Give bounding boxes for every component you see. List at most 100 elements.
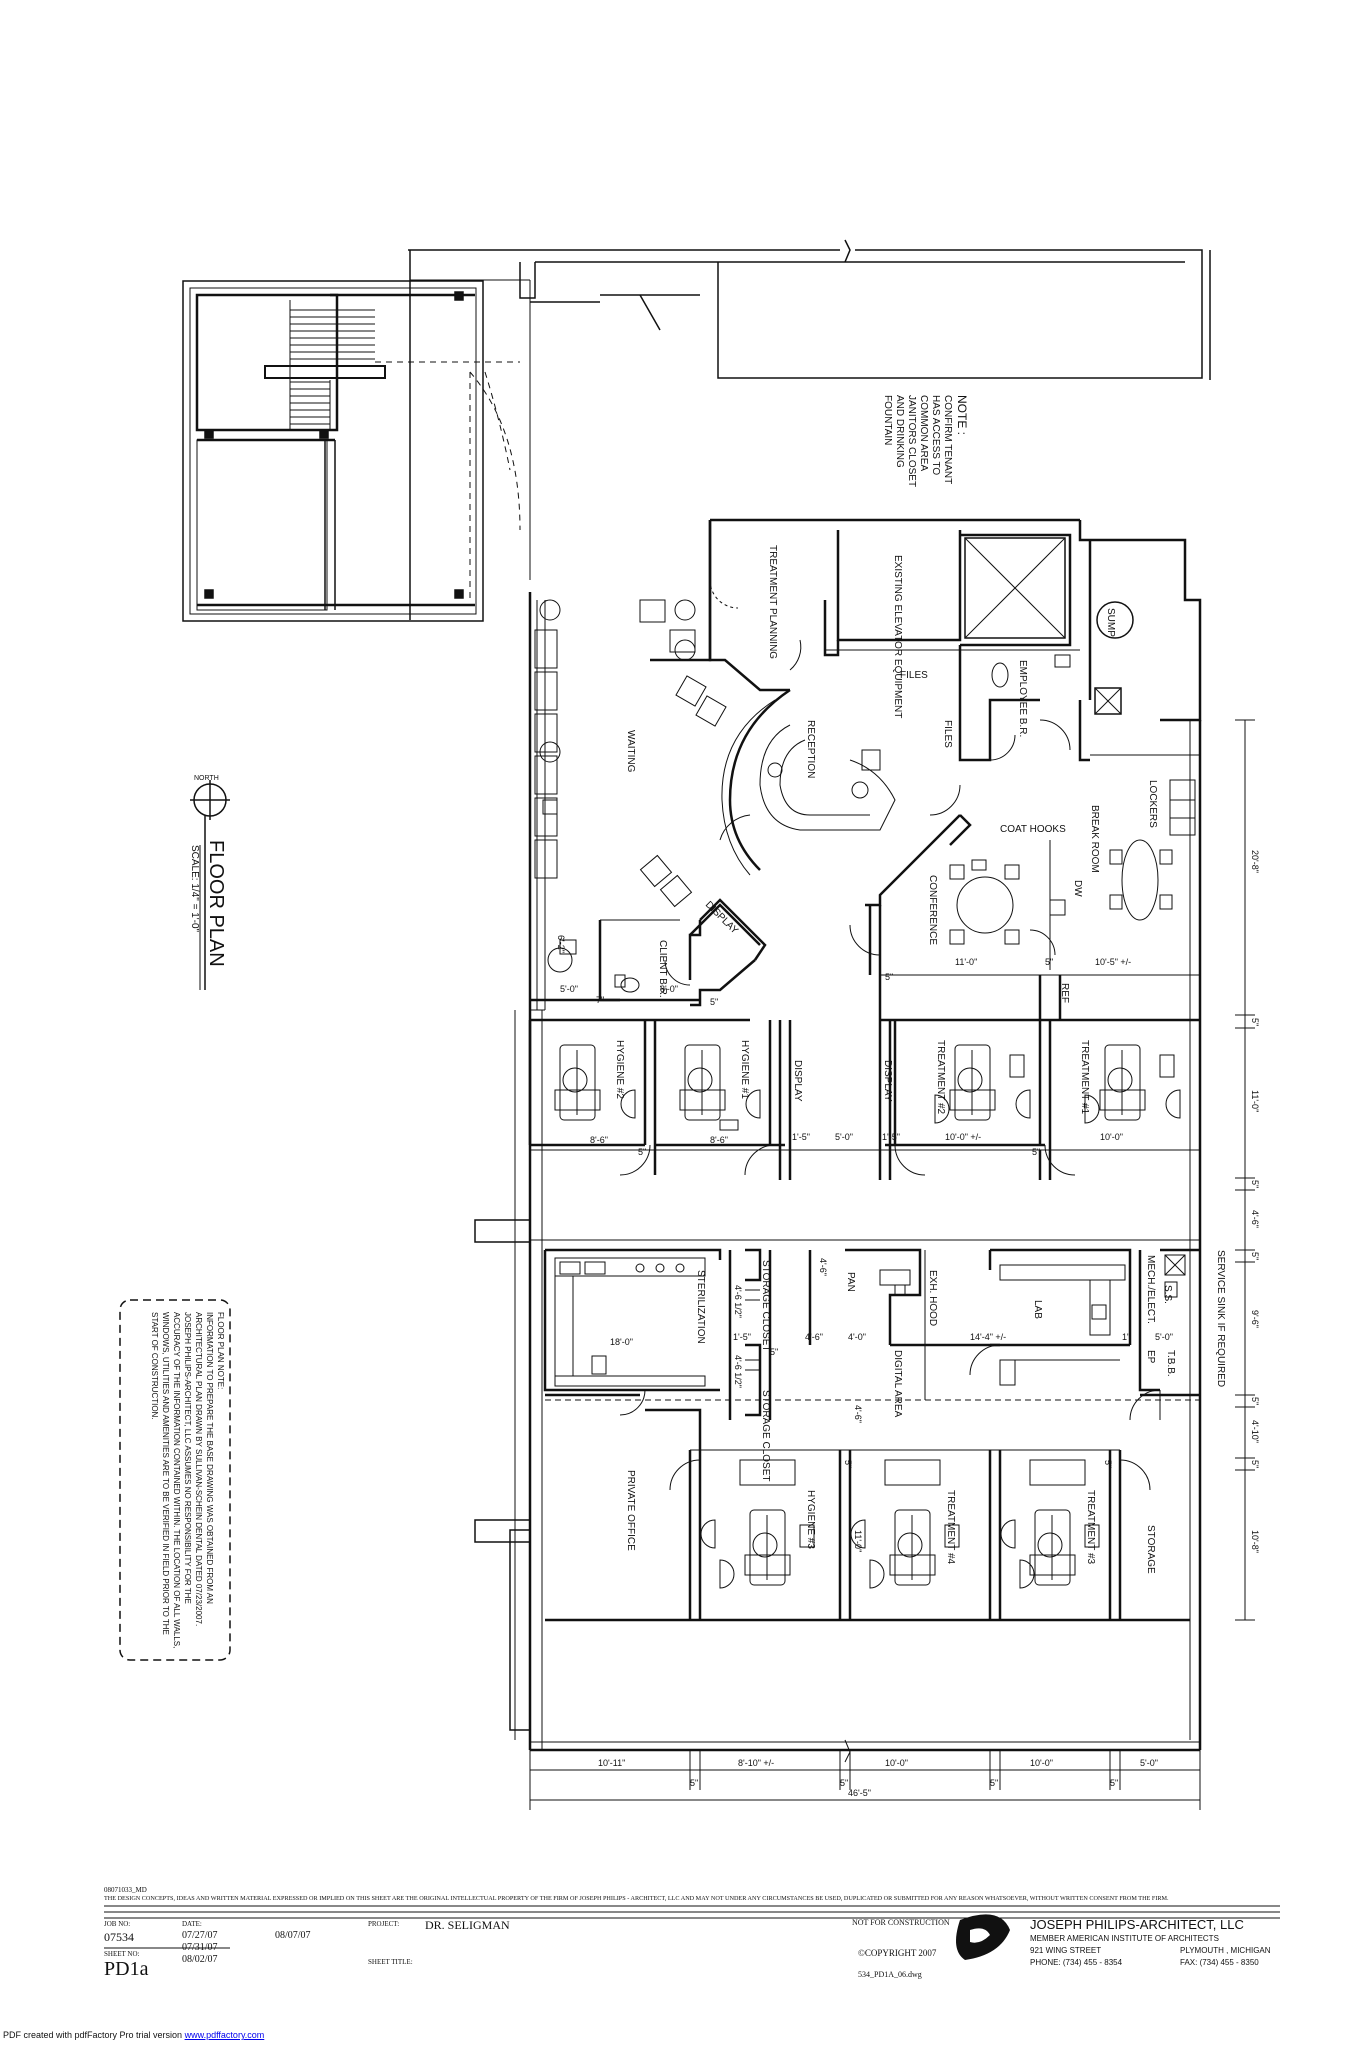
room-label-files-1: FILES [900, 670, 928, 681]
corridor-outline-dashed [375, 361, 520, 602]
job-no-label: JOB NO: [104, 1920, 131, 1928]
conference-table [949, 859, 1020, 945]
floor-plan-note-line: ACCURACY OF THE INFORMATION CONTAINED WI… [172, 1312, 181, 1648]
firm-logo-icon [956, 1914, 1010, 1960]
dim-text-overall: 46'-5" [848, 1788, 871, 1798]
dim-text: 5" [1110, 1778, 1118, 1788]
room-label-reception: RECEPTION [805, 720, 816, 778]
room-label-display-3: DISPLAY [882, 1060, 893, 1102]
dim-text: 8'-6" [590, 1135, 608, 1145]
floor-plan-note-line: START OF CONSTRUCTION. [150, 1312, 159, 1420]
room-label-client-br: CLIENT B.R. [657, 940, 668, 998]
dim-text: 8'-6" [710, 1135, 728, 1145]
existing-building-outline [408, 239, 1211, 620]
note-line: CONFIRM TENANT [942, 395, 953, 484]
date-3: 08/02/07 [182, 1954, 218, 1965]
room-label-treatment-2: TREATMENT #2 [935, 1040, 946, 1115]
reception-desk [759, 724, 896, 831]
stair-treads [264, 300, 386, 430]
room-label-display-2: DISPLAY [792, 1060, 803, 1102]
room-label-digital-area: DIGITAL AREA [892, 1350, 903, 1418]
operatory-row-1 [528, 1020, 1200, 1180]
dim-text: 4'-6" [853, 1405, 863, 1423]
dim-text: 7" [596, 995, 604, 1005]
dim-text: 4'-6" [1250, 1210, 1260, 1228]
dim-text: 5" [690, 1778, 698, 1788]
room-label-ref: REF [1059, 983, 1070, 1003]
room-label-storage-closet-1: STORAGE CLOSET [760, 1260, 771, 1352]
waiting-chairs [534, 599, 727, 908]
right-dimension-string [1235, 719, 1255, 1621]
room-label-ss: S.S. [1162, 1285, 1173, 1304]
pdf-footer-link[interactable]: www.pdffactory.com [184, 2030, 265, 2040]
dim-text: 10'-8" [1250, 1530, 1260, 1553]
room-label-break-room: BREAK ROOM [1089, 805, 1100, 873]
room-label-storage: STORAGE [1145, 1525, 1156, 1574]
dental-chair-icon [889, 1509, 936, 1586]
dental-chair-icon [744, 1509, 791, 1586]
bathroom-fixtures [547, 654, 1071, 993]
dim-text: 5" [1250, 1397, 1260, 1405]
dim-text: 5" [1103, 1460, 1113, 1468]
floor-plan-scale: SCALE: 1/4" = 1'-0" [189, 845, 200, 933]
dim-text: 20'-8" [1250, 850, 1260, 873]
dim-text: 5" [840, 1778, 848, 1788]
stair-tower [182, 280, 484, 622]
dental-chairs-row-1 [554, 1044, 1181, 1131]
dim-text: 5'-0" [560, 984, 578, 994]
floor-plan-note-line: INFORMATION TO PREPARE THE BASE DRAWING … [205, 1312, 214, 1604]
dim-text: 5" [1250, 1018, 1260, 1026]
room-label-files-2: FILES [942, 720, 953, 748]
note-line: AND DRINKING [894, 395, 905, 468]
sheet-no: PD1a [104, 1958, 149, 1980]
room-label-hygiene-1: HYGIENE #1 [739, 1040, 750, 1099]
floor-plan-note-box [119, 1299, 231, 1661]
title-block-lines [104, 1905, 1280, 1949]
dim-text: 4'-6" [818, 1258, 828, 1276]
dim-text: 8'-10" +/- [738, 1758, 774, 1768]
room-label-pan: PAN [845, 1272, 856, 1292]
room-label-treatment-1: TREATMENT #1 [1079, 1040, 1090, 1115]
dental-chair-icon [679, 1044, 726, 1121]
dim-text: 11'-0" [1250, 1090, 1260, 1112]
firm-city: PLYMOUTH , MICHIGAN [1180, 1946, 1271, 1955]
floor-plan-note-line: ARCHITECTURAL PLAN DRAWN BY SULLIVAN-SCH… [194, 1312, 203, 1626]
dim-text: 6'-2" [556, 935, 566, 953]
room-label-mech-elect: MECH./ELECT. [1145, 1255, 1156, 1324]
job-no: 07534 [104, 1930, 134, 1944]
room-label-treatment-3: TREATMENT #3 [1085, 1490, 1096, 1565]
north-arrow-icon [190, 780, 230, 820]
room-label-hygiene-3: HYGIENE #3 [805, 1490, 816, 1549]
note-line: FOUNTAIN [882, 395, 893, 445]
bottom-dimension-string [529, 1739, 1201, 1810]
dim-text: 5" [710, 997, 718, 1007]
dim-text: 1'-5" [792, 1132, 810, 1142]
dim-text: 4'-6 1/2" [733, 1285, 743, 1318]
dim-text: 4'-10" [1250, 1420, 1260, 1443]
project-name: DR. SELIGMAN [425, 1918, 510, 1932]
room-label-sterilization: STERILIZATION [695, 1270, 706, 1344]
date-2: 07/31/07 [182, 1942, 218, 1953]
project-label: PROJECT: [368, 1920, 400, 1928]
room-label-tbb: T.B.B. [1165, 1350, 1176, 1377]
room-label-lockers: LOCKERS [1147, 780, 1158, 828]
dim-text: 8'-0" [660, 984, 678, 994]
room-label-storage-closet-2: STORAGE CLOSET [760, 1390, 771, 1482]
firm-phone: PHONE: (734) 455 - 8354 [1030, 1958, 1123, 1967]
room-label-sump: SUMP [1105, 608, 1116, 637]
date-label: DATE: [182, 1920, 202, 1928]
disclaimer: THE DESIGN CONCEPTS, IDEAS AND WRITTEN M… [104, 1895, 1169, 1902]
dim-text: 11'-0" [853, 1530, 863, 1552]
floor-plan-note-line: JOSEPH PHILIPS-ARCHITECT, LLC ASSUMES NO… [183, 1312, 192, 1604]
dim-text: 5" [1250, 1460, 1260, 1468]
firm-member: MEMBER AMERICAN INSTITUTE OF ARCHITECTS [1030, 1934, 1219, 1943]
dim-text: 5" [638, 1147, 646, 1157]
room-label-dw: DW [1072, 880, 1083, 897]
exterior-pilasters [474, 1010, 531, 1740]
upper-interior-walls [530, 520, 1200, 1022]
dim-text: 18'-0" [610, 1337, 633, 1347]
floor-plan-note-line: WINDOWS, UTILITIES AND AMENITIES ARE TO … [161, 1312, 170, 1635]
note-heading: NOTE : [955, 395, 969, 435]
dim-text: 10'-0" [1030, 1758, 1053, 1768]
firm-name: JOSEPH PHILIPS-ARCHITECT, LLC [1030, 1917, 1244, 1932]
